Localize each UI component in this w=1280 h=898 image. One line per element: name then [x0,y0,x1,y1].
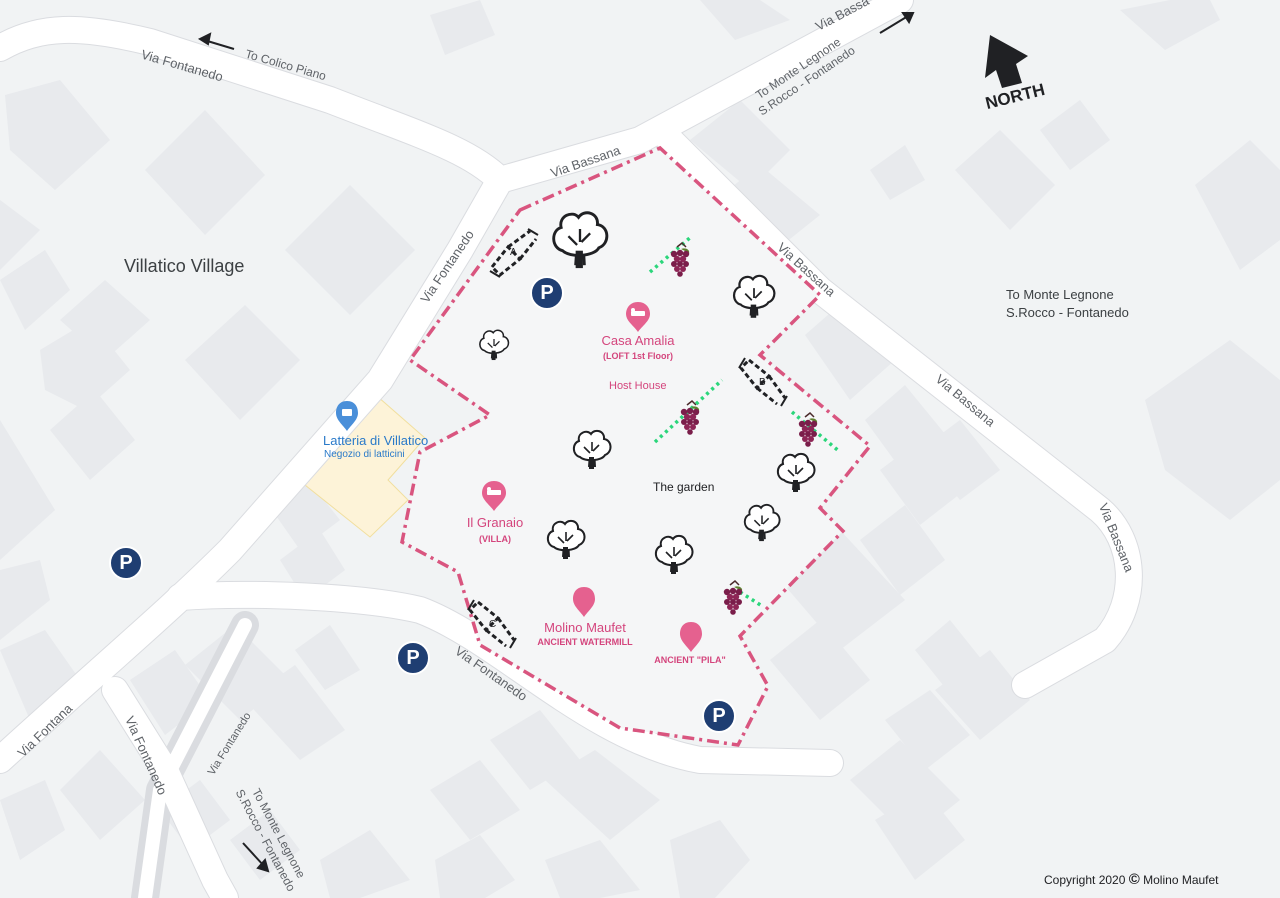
arrow-icon [197,32,235,50]
arrow-icon [242,842,270,873]
property-boundary [400,145,873,747]
latteria-subtitle: Negozio di latticini [324,449,405,460]
garden-label: The garden [653,480,715,494]
map-pin-icon [626,302,650,332]
direction-line-2: S.Rocco - Fontanedo [1006,305,1129,320]
host-house-label: Host House [609,380,667,392]
parking-icon[interactable]: P [109,546,143,580]
gate-b-label: B [759,377,766,388]
bed-icon [631,311,645,316]
ancient-pila-label[interactable]: ANCIENT "PILA" [654,655,726,665]
map-pin-icon [573,587,595,617]
bed-icon [487,490,501,495]
casa-amalia-title[interactable]: Casa Amalia [601,333,675,348]
north-arrow-icon [985,35,1028,88]
molino-maufet-title[interactable]: Molino Maufet [544,620,626,635]
map-pin-icon [482,481,506,511]
molino-maufet-subtitle: ANCIENT WATERMILL [537,637,633,647]
arrow-icon [879,12,915,34]
parking-icon[interactable]: P [396,641,430,675]
direction-label-monte-legnone-right: To Monte Legnone S.Rocco - Fontanedo [1006,286,1129,322]
map-pin-icon [680,622,702,652]
casa-amalia-subtitle: (LOFT 1st Floor) [603,351,673,361]
parking-icon[interactable]: P [702,699,736,733]
direction-line-1: To Monte Legnone [1006,287,1114,302]
il-granaio-subtitle: (VILLA) [479,534,511,544]
copyright-text: Copyright 2020 [1044,873,1126,887]
parking-icon[interactable]: P [530,276,564,310]
latteria-title[interactable]: Latteria di Villatico [323,433,429,448]
village-label: Villatico Village [124,256,245,276]
gate-c-label: C [489,619,497,630]
copyright-owner: Molino Maufet [1143,873,1219,887]
copyright-symbol: © [1128,871,1140,888]
il-granaio-title[interactable]: Il Granaio [466,515,524,530]
gate-a-label: A [510,247,517,258]
copyright-notice: Copyright 2020 © Molino Maufet [1044,871,1219,888]
shop-pin-icon [336,401,358,431]
road-network [0,0,1143,898]
vine-rows [648,234,842,608]
